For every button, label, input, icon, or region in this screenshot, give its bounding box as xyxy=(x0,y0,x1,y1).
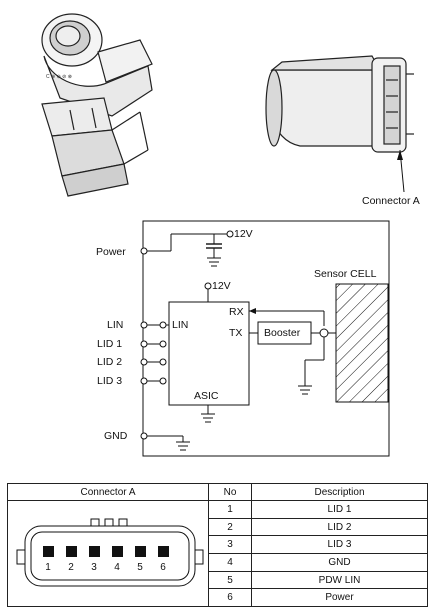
booster-label: Booster xyxy=(264,327,301,339)
connector-callout-arrowhead xyxy=(397,150,403,160)
connector-pin-number: 1 xyxy=(45,562,51,573)
connector-pin-number: 6 xyxy=(160,562,166,573)
pin-description-cell: LID 1 xyxy=(251,500,428,519)
column-header-no: No xyxy=(208,482,252,502)
schematic-outline xyxy=(142,220,390,457)
asic-voltage-label: 12V xyxy=(212,280,231,292)
sensor-schematic xyxy=(140,220,390,457)
asic-block xyxy=(168,301,250,406)
connector-pin-number: 3 xyxy=(91,562,97,573)
pin-number-cell: 4 xyxy=(208,553,252,572)
asic-name-label: ASIC xyxy=(194,390,219,402)
pin-number-cell: 1 xyxy=(208,500,252,519)
table-row: 1 2 3 4 5 6 1 LID 1 xyxy=(7,500,428,607)
sensor-perspective-illustration: C ⊕ ⊖ ⊘ ⊗ xyxy=(41,13,153,197)
pin-number-cell: 2 xyxy=(208,517,252,537)
connector-pin-number: 4 xyxy=(114,562,120,573)
pin-description-cell: Power xyxy=(251,588,428,607)
sensor-side-illustration xyxy=(265,55,414,153)
column-header-connector: Connector A xyxy=(7,482,209,502)
pin-description-cell: LID 3 xyxy=(251,535,428,555)
connector-pin-number: 2 xyxy=(68,562,74,573)
power-label: Power xyxy=(96,246,126,258)
pin-description-cell: GND xyxy=(251,553,428,572)
asic-lin-pin-label: LIN xyxy=(172,319,189,331)
lid1-input-label: LID 1 xyxy=(97,338,123,350)
lin-input-label: LIN xyxy=(107,319,124,331)
sensor-illustrations: C ⊕ ⊖ ⊘ ⊗ xyxy=(41,13,414,197)
pin-description-cell: PDW LIN xyxy=(251,570,428,590)
pin-number-cell: 6 xyxy=(208,588,252,607)
asic-tx-pin-label: TX xyxy=(229,327,243,339)
connector-face-diagram: 1 2 3 4 5 6 xyxy=(16,518,203,587)
sensor-cell-label: Sensor CELL xyxy=(314,268,377,280)
pin-number-cell: 3 xyxy=(208,535,252,555)
column-header-description: Description xyxy=(251,482,428,502)
pin-description-cell: LID 2 xyxy=(251,517,428,537)
connector-diagram-cell: 1 2 3 4 5 6 xyxy=(7,500,209,607)
connector-pin-table: Connector A No Description xyxy=(7,482,428,607)
gnd-input-label: GND xyxy=(104,430,128,442)
svg-text:C ⊕ ⊖ ⊘ ⊗: C ⊕ ⊖ ⊘ ⊗ xyxy=(46,74,72,80)
table-header-row: Connector A No Description xyxy=(7,482,428,502)
power-voltage-label: 12V xyxy=(234,228,253,240)
sensor-cell-block xyxy=(335,283,389,403)
pin-number-cell: 5 xyxy=(208,570,252,590)
table-row: 6 Power xyxy=(8,588,428,607)
asic-rx-pin-label: RX xyxy=(229,306,244,318)
connector-a-callout: Connector A xyxy=(362,195,420,207)
connector-pins xyxy=(42,545,169,557)
connector-pin-number: 5 xyxy=(137,562,143,573)
lid2-input-label: LID 2 xyxy=(97,356,123,368)
lid3-input-label: LID 3 xyxy=(97,375,123,387)
